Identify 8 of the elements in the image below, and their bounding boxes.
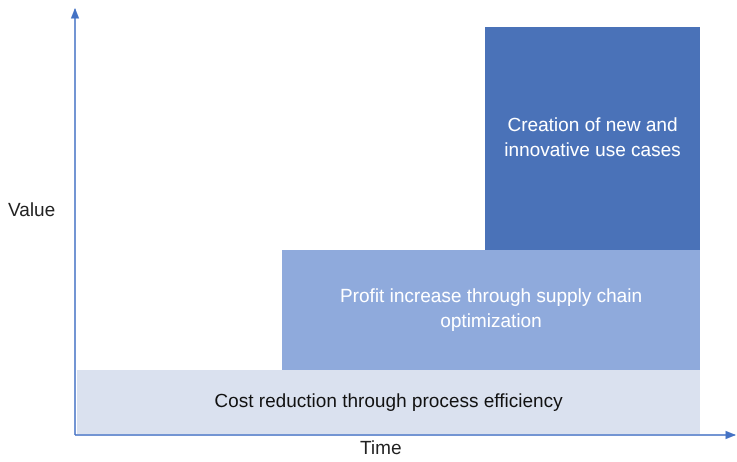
step-block	[282, 250, 700, 370]
y-axis-label: Value	[8, 200, 56, 222]
step-block	[485, 27, 700, 250]
x-axis-label: Time	[360, 438, 402, 460]
step-text: Cost reduction through process efficiency	[214, 390, 563, 414]
step-text: Profit increase through supply chain optimization	[338, 285, 644, 334]
step-text: Creation of new and innovative use cases	[503, 114, 682, 162]
step-block	[77, 370, 700, 434]
